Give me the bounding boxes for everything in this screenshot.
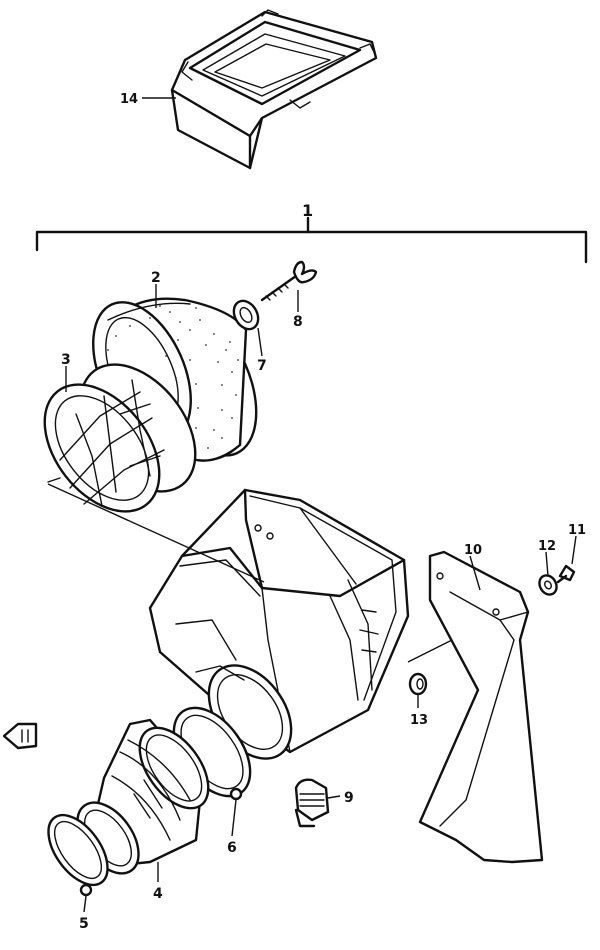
leader-lines — [65, 97, 577, 913]
intake-pipe-part — [76, 718, 210, 875]
assembly-bracket — [35, 216, 588, 264]
intake-duct-part — [418, 550, 544, 864]
washer-part — [232, 299, 260, 331]
grommet-part — [408, 672, 428, 696]
callout-2: 2 — [151, 270, 161, 286]
air-box-lid-part — [170, 9, 378, 170]
callout-13: 13 — [410, 713, 428, 728]
callout-8: 8 — [293, 314, 303, 330]
callout-14: 14 — [120, 92, 138, 107]
screw-part — [556, 564, 576, 584]
callout-labels: 1 2 3 4 5 6 7 8 9 10 11 12 13 14 — [61, 92, 586, 932]
callout-11: 11 — [568, 523, 586, 538]
callout-6: 6 — [227, 840, 237, 856]
callout-5: 5 — [79, 916, 89, 932]
front-arrow-icon — [2, 722, 38, 750]
filter-cage-part — [43, 363, 197, 513]
wing-bolt-part — [260, 260, 318, 302]
callout-9: 9 — [344, 790, 354, 806]
duct-washer-part — [538, 574, 558, 596]
callout-4: 4 — [153, 886, 163, 902]
hose-clamp-small-part — [47, 813, 109, 897]
drain-plug-part — [294, 778, 330, 828]
callout-1: 1 — [302, 201, 313, 220]
callout-3: 3 — [61, 352, 71, 368]
callout-12: 12 — [538, 539, 556, 554]
callout-10: 10 — [464, 543, 482, 558]
callout-7: 7 — [257, 358, 267, 374]
